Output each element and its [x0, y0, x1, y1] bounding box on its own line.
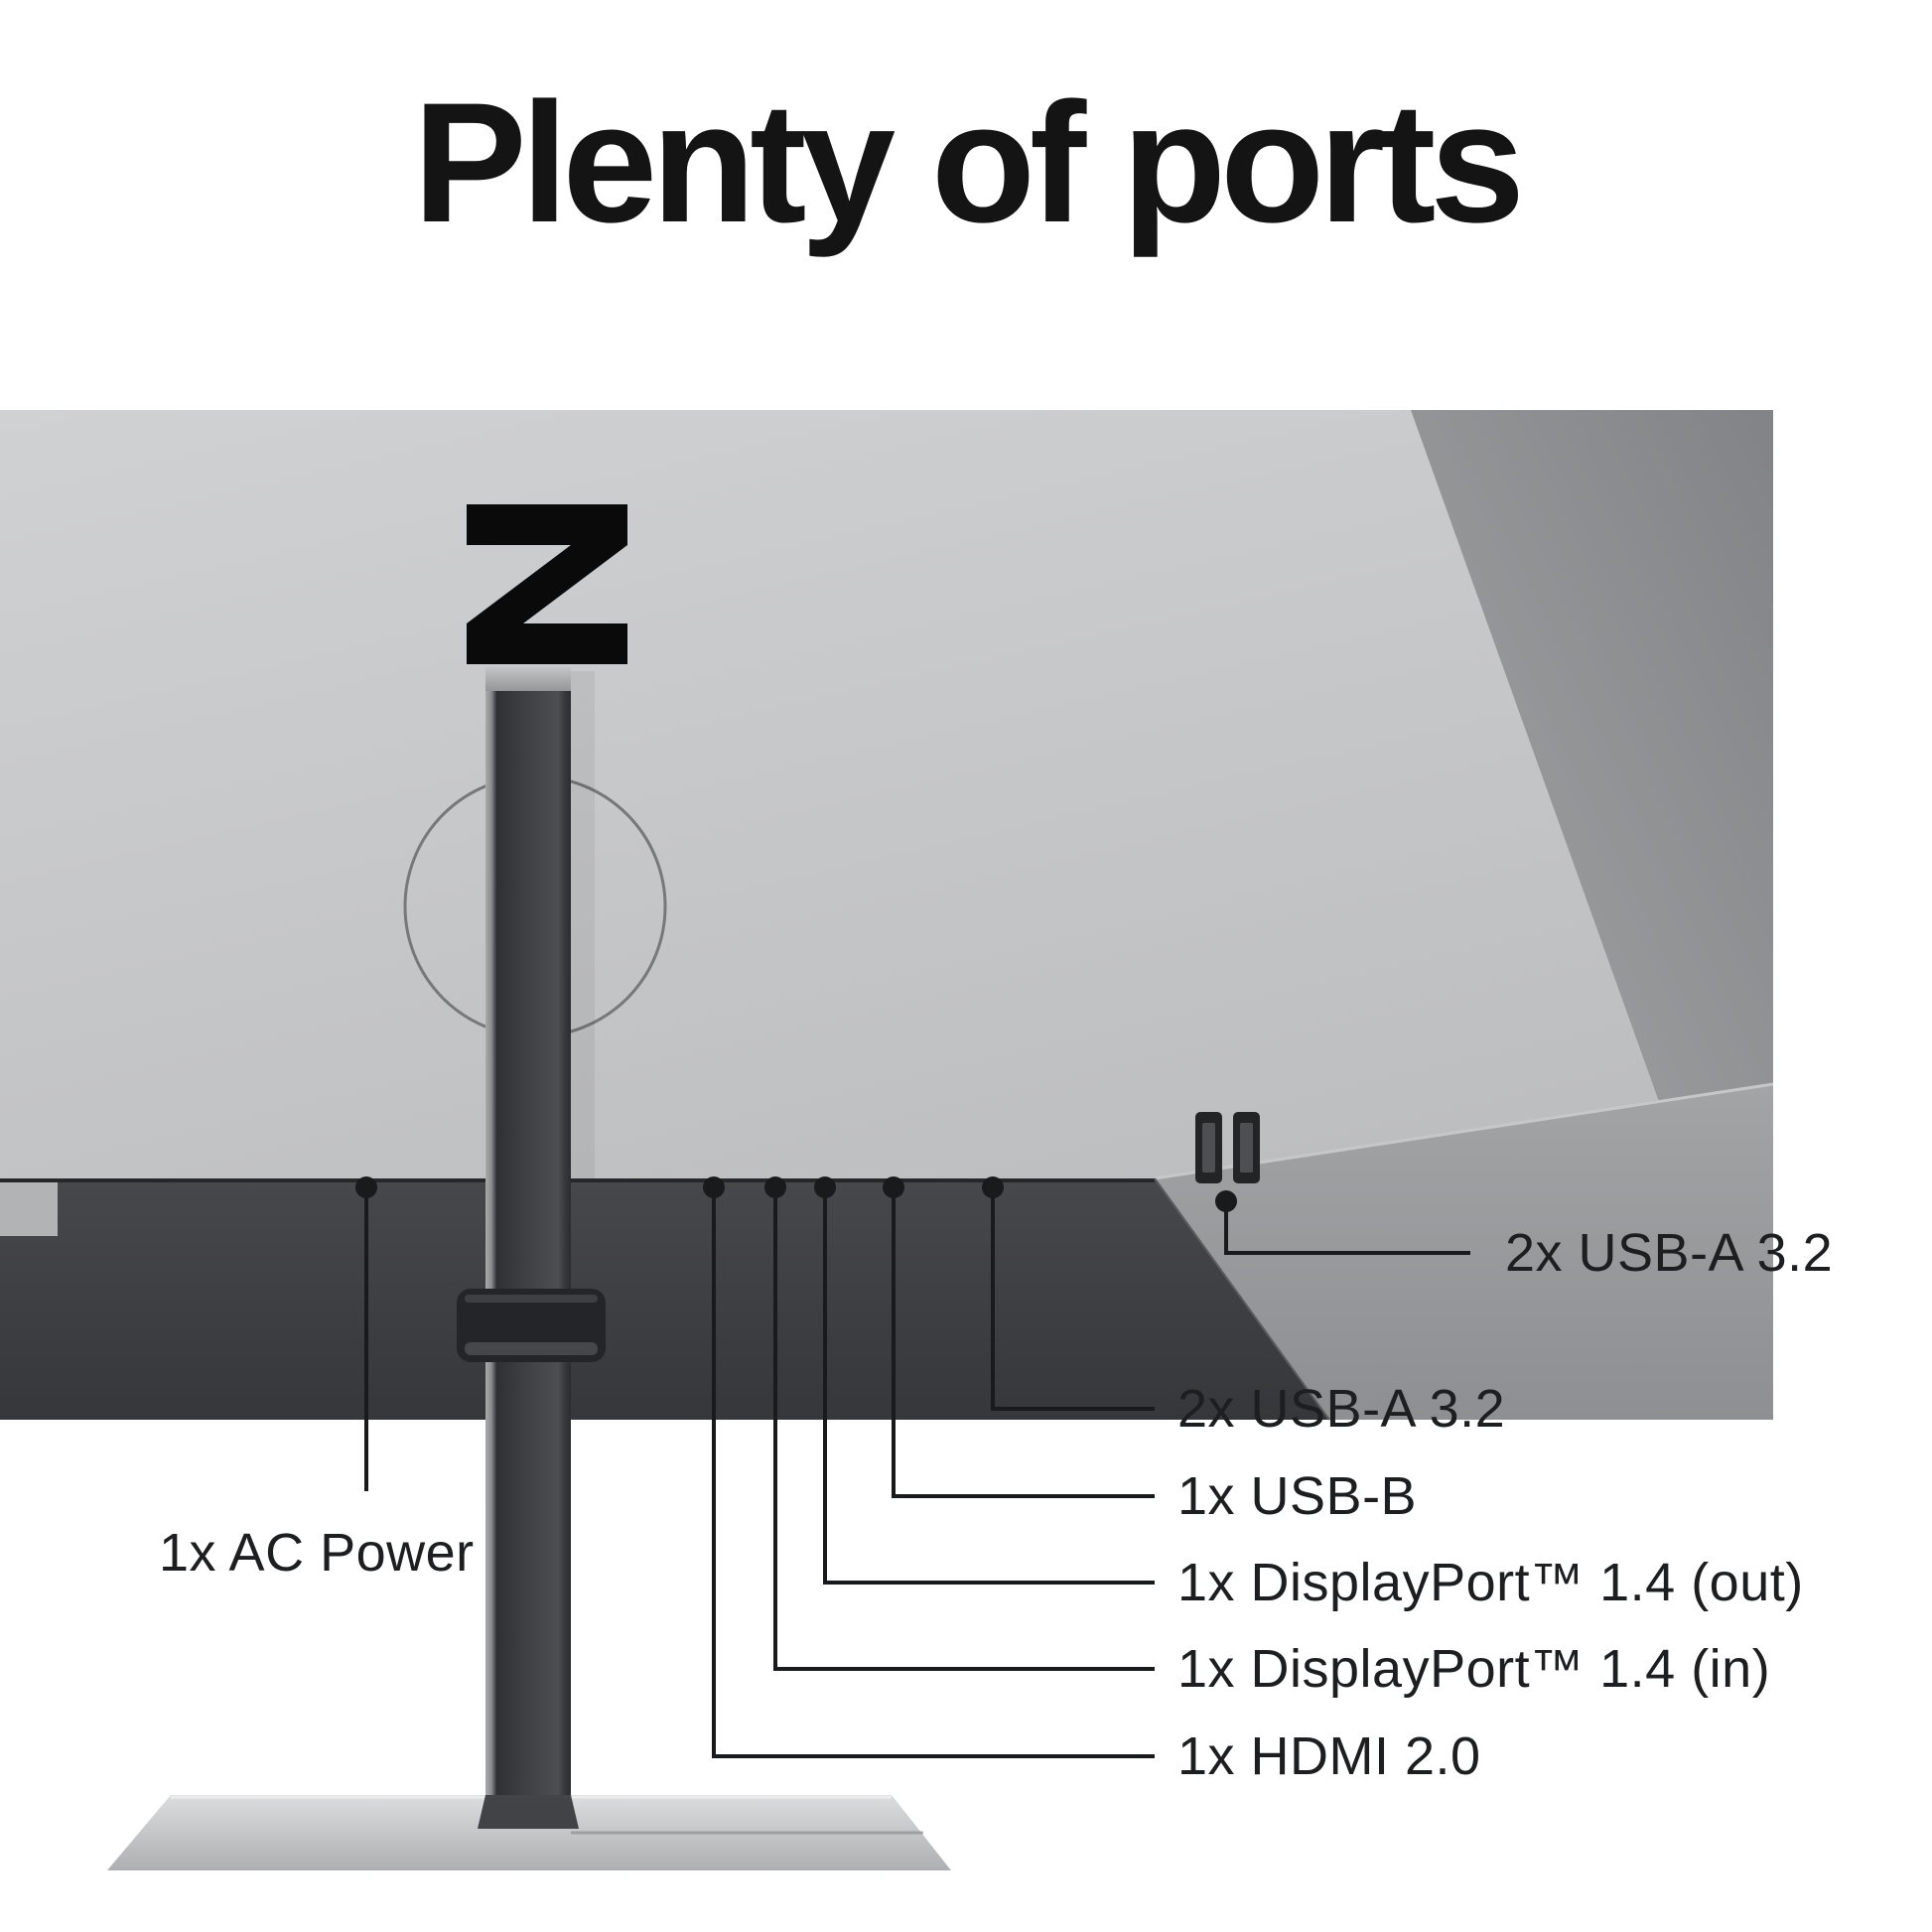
callout-line-usb-b: [892, 1187, 1155, 1498]
side-usb-ports: [1195, 1112, 1260, 1183]
callout-line-dp-out: [823, 1187, 1155, 1585]
callout-label-usb-b: 1x USB-B: [1177, 1466, 1418, 1526]
usb-a-port-tongue: [1240, 1123, 1253, 1173]
callout-label-hdmi: 1x HDMI 2.0: [1177, 1726, 1481, 1786]
panel-left-tab: [0, 1182, 58, 1236]
stand-column-foot: [478, 1795, 579, 1829]
callout-label-dp-out: 1x DisplayPort™ 1.4 (out): [1177, 1553, 1804, 1612]
callout-line-rear-usb-a: [991, 1187, 1155, 1411]
port-strip-diagonal-seam: [1154, 1177, 1330, 1421]
callout-label-ac-power: 1x AC Power: [159, 1523, 475, 1583]
usb-a-port-tongue: [1202, 1123, 1215, 1173]
page-title: Plenty of ports: [412, 68, 1525, 258]
port-recess-strip: [0, 1178, 1329, 1420]
hp-z-logo-icon: [467, 504, 627, 664]
callout-label-rear-usb-a: 2x USB-A 3.2: [1177, 1379, 1506, 1439]
cable-ring-top-highlight: [465, 1295, 598, 1303]
callout-label-side-usb-a: 2x USB-A 3.2: [1505, 1223, 1834, 1283]
stand-column-cap: [485, 667, 571, 695]
callout-line-side-usb-a: [1224, 1201, 1470, 1255]
stand-column-shadow: [571, 671, 595, 1178]
callout-line-dp-in: [773, 1187, 1155, 1671]
stand-base: [107, 1795, 951, 1870]
callout-line-hdmi: [712, 1187, 1155, 1758]
callout-label-dp-in: 1x DisplayPort™ 1.4 (in): [1177, 1639, 1771, 1699]
cable-ring-bottom-lip: [465, 1342, 598, 1355]
stand-column: [485, 691, 571, 1807]
